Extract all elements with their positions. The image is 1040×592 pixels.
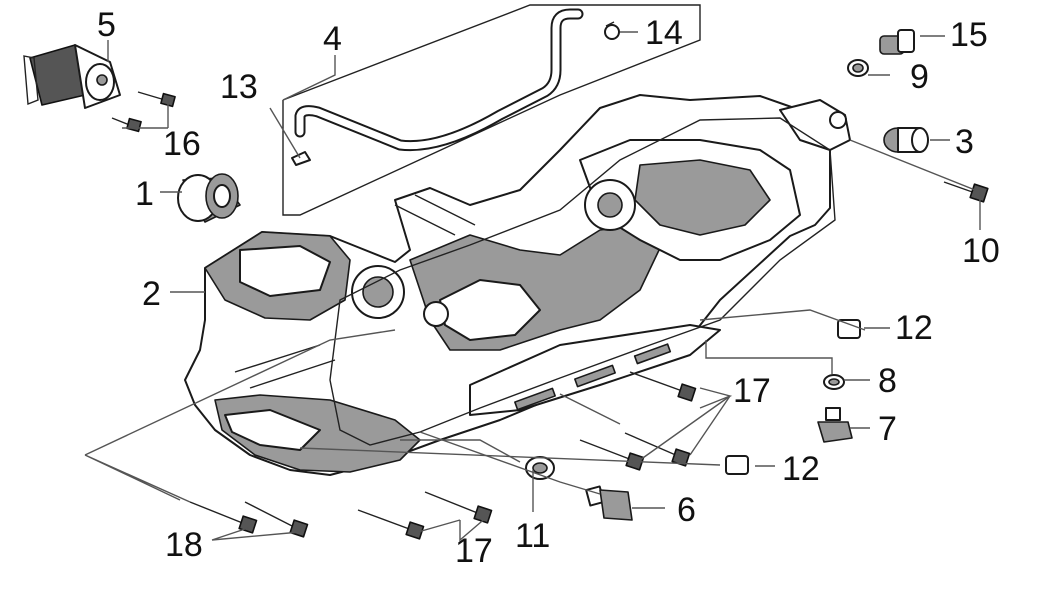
bushing-1 [177, 173, 241, 223]
callout-4: 4 [323, 20, 342, 58]
washer-11 [525, 456, 555, 480]
callout-13: 13 [220, 68, 258, 106]
callout-17-upper: 17 [733, 372, 771, 410]
dowel-12-upper [837, 319, 861, 339]
callout-11: 11 [515, 517, 550, 555]
bolt-10 [943, 181, 989, 203]
callout-3: 3 [955, 123, 974, 161]
callout-6: 6 [677, 491, 696, 529]
callout-9: 9 [910, 58, 929, 96]
callout-12-lower: 12 [782, 450, 820, 488]
drain-plug-6 [585, 485, 633, 521]
plug-15 [879, 29, 915, 55]
callout-14: 14 [645, 14, 683, 52]
callout-8: 8 [878, 362, 897, 400]
callout-2: 2 [142, 275, 161, 313]
drain-bolt-7 [817, 407, 853, 443]
starter-motor [23, 44, 121, 109]
callout-1: 1 [135, 175, 154, 213]
washer-9 [847, 59, 869, 77]
dowel-12-lower [725, 455, 749, 475]
leader-lines [84, 31, 981, 542]
callouts: 1 2 3 4 5 6 7 8 9 10 11 12 12 13 14 15 1… [97, 6, 1000, 570]
callout-15: 15 [950, 16, 988, 54]
crankcase-body [184, 94, 851, 476]
hose-clip-14 [604, 21, 620, 40]
collar-3 [883, 127, 929, 153]
callout-10: 10 [962, 232, 1000, 270]
hose-clip-13 [291, 151, 311, 166]
callout-12-upper: 12 [895, 309, 933, 347]
callout-7: 7 [878, 410, 897, 448]
callout-16: 16 [163, 125, 201, 163]
callout-18: 18 [165, 526, 203, 564]
washer-8 [823, 374, 845, 390]
callout-5: 5 [97, 6, 116, 44]
bolts-17-lower [357, 491, 493, 540]
bolts-18 [189, 501, 309, 538]
callout-17-lower: 17 [455, 532, 493, 570]
breather-hose-assembly [282, 4, 701, 216]
